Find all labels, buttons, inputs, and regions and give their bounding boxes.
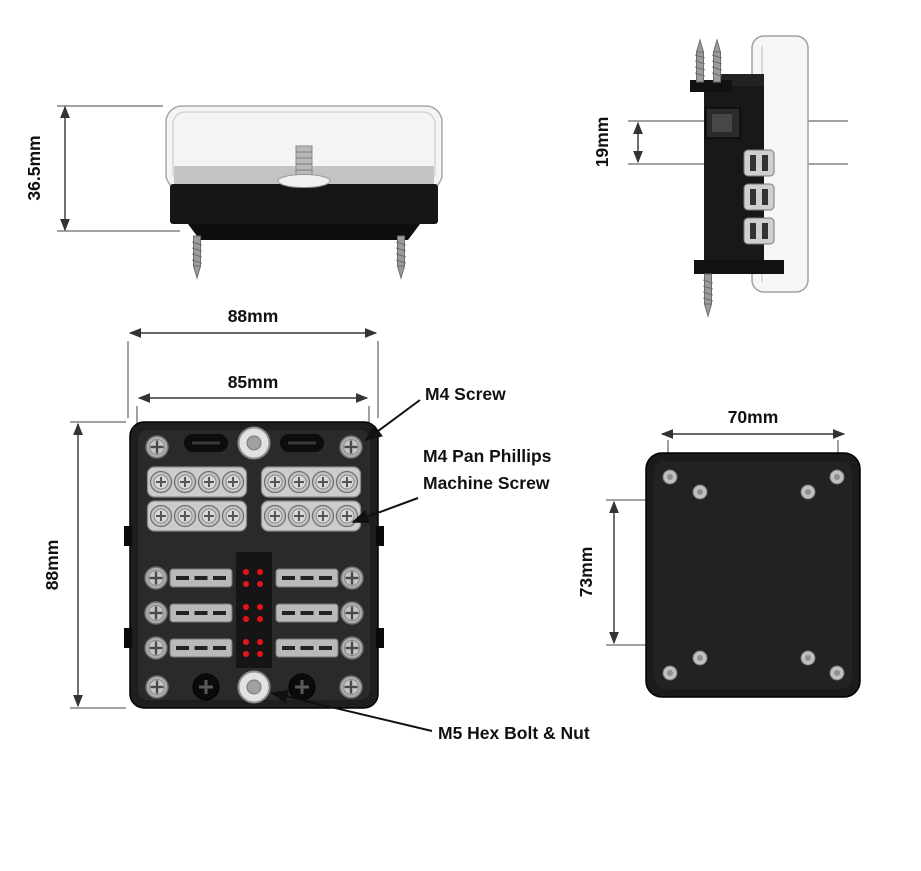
side-view-mount-screw-left bbox=[191, 235, 203, 279]
back-screw-inner-br bbox=[800, 650, 816, 666]
side-view-mount-screw-right bbox=[395, 235, 407, 279]
dimension-label-front-hole-width: 85mm bbox=[228, 372, 279, 392]
callout-arrow-m4-pan bbox=[351, 497, 419, 524]
front-corner-screw-bottom-left bbox=[144, 674, 170, 700]
back-screw-inner-tr bbox=[800, 484, 816, 500]
profile-top-screw-2 bbox=[711, 39, 723, 83]
dim-front-height: 88mm bbox=[42, 421, 126, 709]
dim-front-outer-width: 88mm bbox=[127, 306, 379, 418]
dimension-label-back-width: 70mm bbox=[728, 407, 779, 427]
dim-front-hole-width: 85mm bbox=[136, 372, 370, 430]
dimension-label-side-height: 36.5mm bbox=[24, 135, 44, 200]
dimension-label-profile-depth: 19mm bbox=[592, 117, 612, 168]
callout-arrow-m5-hex bbox=[270, 689, 433, 732]
front-terminal-group-r2-left bbox=[148, 501, 247, 531]
back-screw-corner-tr bbox=[829, 469, 845, 485]
back-view: 70mm 73mm bbox=[576, 407, 861, 698]
front-black-screw-left bbox=[191, 672, 221, 702]
front-corner-screw-top-right bbox=[338, 434, 364, 460]
front-black-screw-right bbox=[287, 672, 317, 702]
callout-label-m4-screw: M4 Screw bbox=[425, 384, 506, 404]
profile-view: 19mm bbox=[592, 35, 848, 317]
dimension-label-front-outer-width: 88mm bbox=[228, 306, 279, 326]
front-terminal-group-r1-right bbox=[262, 467, 361, 497]
back-screw-inner-tl bbox=[692, 484, 708, 500]
side-view: 36.5mm bbox=[24, 105, 443, 279]
dim-back-height: 73mm bbox=[576, 499, 655, 646]
front-led-panel bbox=[236, 552, 272, 668]
callout-label-m5-hex: M5 Hex Bolt & Nut bbox=[438, 723, 590, 743]
callout-label-m4-pan-line1: M4 Pan Phillips bbox=[423, 446, 552, 466]
back-screw-corner-tl bbox=[662, 469, 678, 485]
back-screw-corner-br bbox=[829, 665, 845, 681]
profile-top-screw-1 bbox=[694, 39, 706, 83]
profile-fuses bbox=[743, 149, 775, 245]
front-bottom-center-bolt bbox=[237, 670, 271, 704]
back-screw-corner-bl bbox=[662, 665, 678, 681]
front-corner-screw-top-left bbox=[144, 434, 170, 460]
dimension-label-back-height: 73mm bbox=[576, 547, 596, 598]
front-top-center-nut bbox=[237, 426, 271, 460]
front-corner-screw-bottom-right bbox=[338, 674, 364, 700]
front-fuse-row-3 bbox=[143, 635, 365, 661]
profile-bottom-screw bbox=[702, 273, 714, 317]
side-view-wing-nut bbox=[277, 174, 331, 188]
front-terminal-group-r2-right bbox=[262, 501, 361, 531]
front-fuse-row-1 bbox=[143, 565, 365, 591]
callout-arrow-m4-screw bbox=[364, 399, 421, 442]
back-screw-inner-bl bbox=[692, 650, 708, 666]
front-terminal-group-r1-left bbox=[148, 467, 247, 497]
front-view: 88mm 85mm 88mm bbox=[42, 306, 384, 709]
front-fuse-row-2 bbox=[143, 600, 365, 626]
dimension-label-front-height: 88mm bbox=[42, 540, 62, 591]
callouts: M4 Screw M4 Pan Phillips Machine Screw M… bbox=[270, 384, 590, 743]
callout-label-m4-pan-line2: Machine Screw bbox=[423, 473, 550, 493]
dim-side-height: 36.5mm bbox=[24, 105, 180, 232]
side-view-base bbox=[170, 184, 438, 224]
